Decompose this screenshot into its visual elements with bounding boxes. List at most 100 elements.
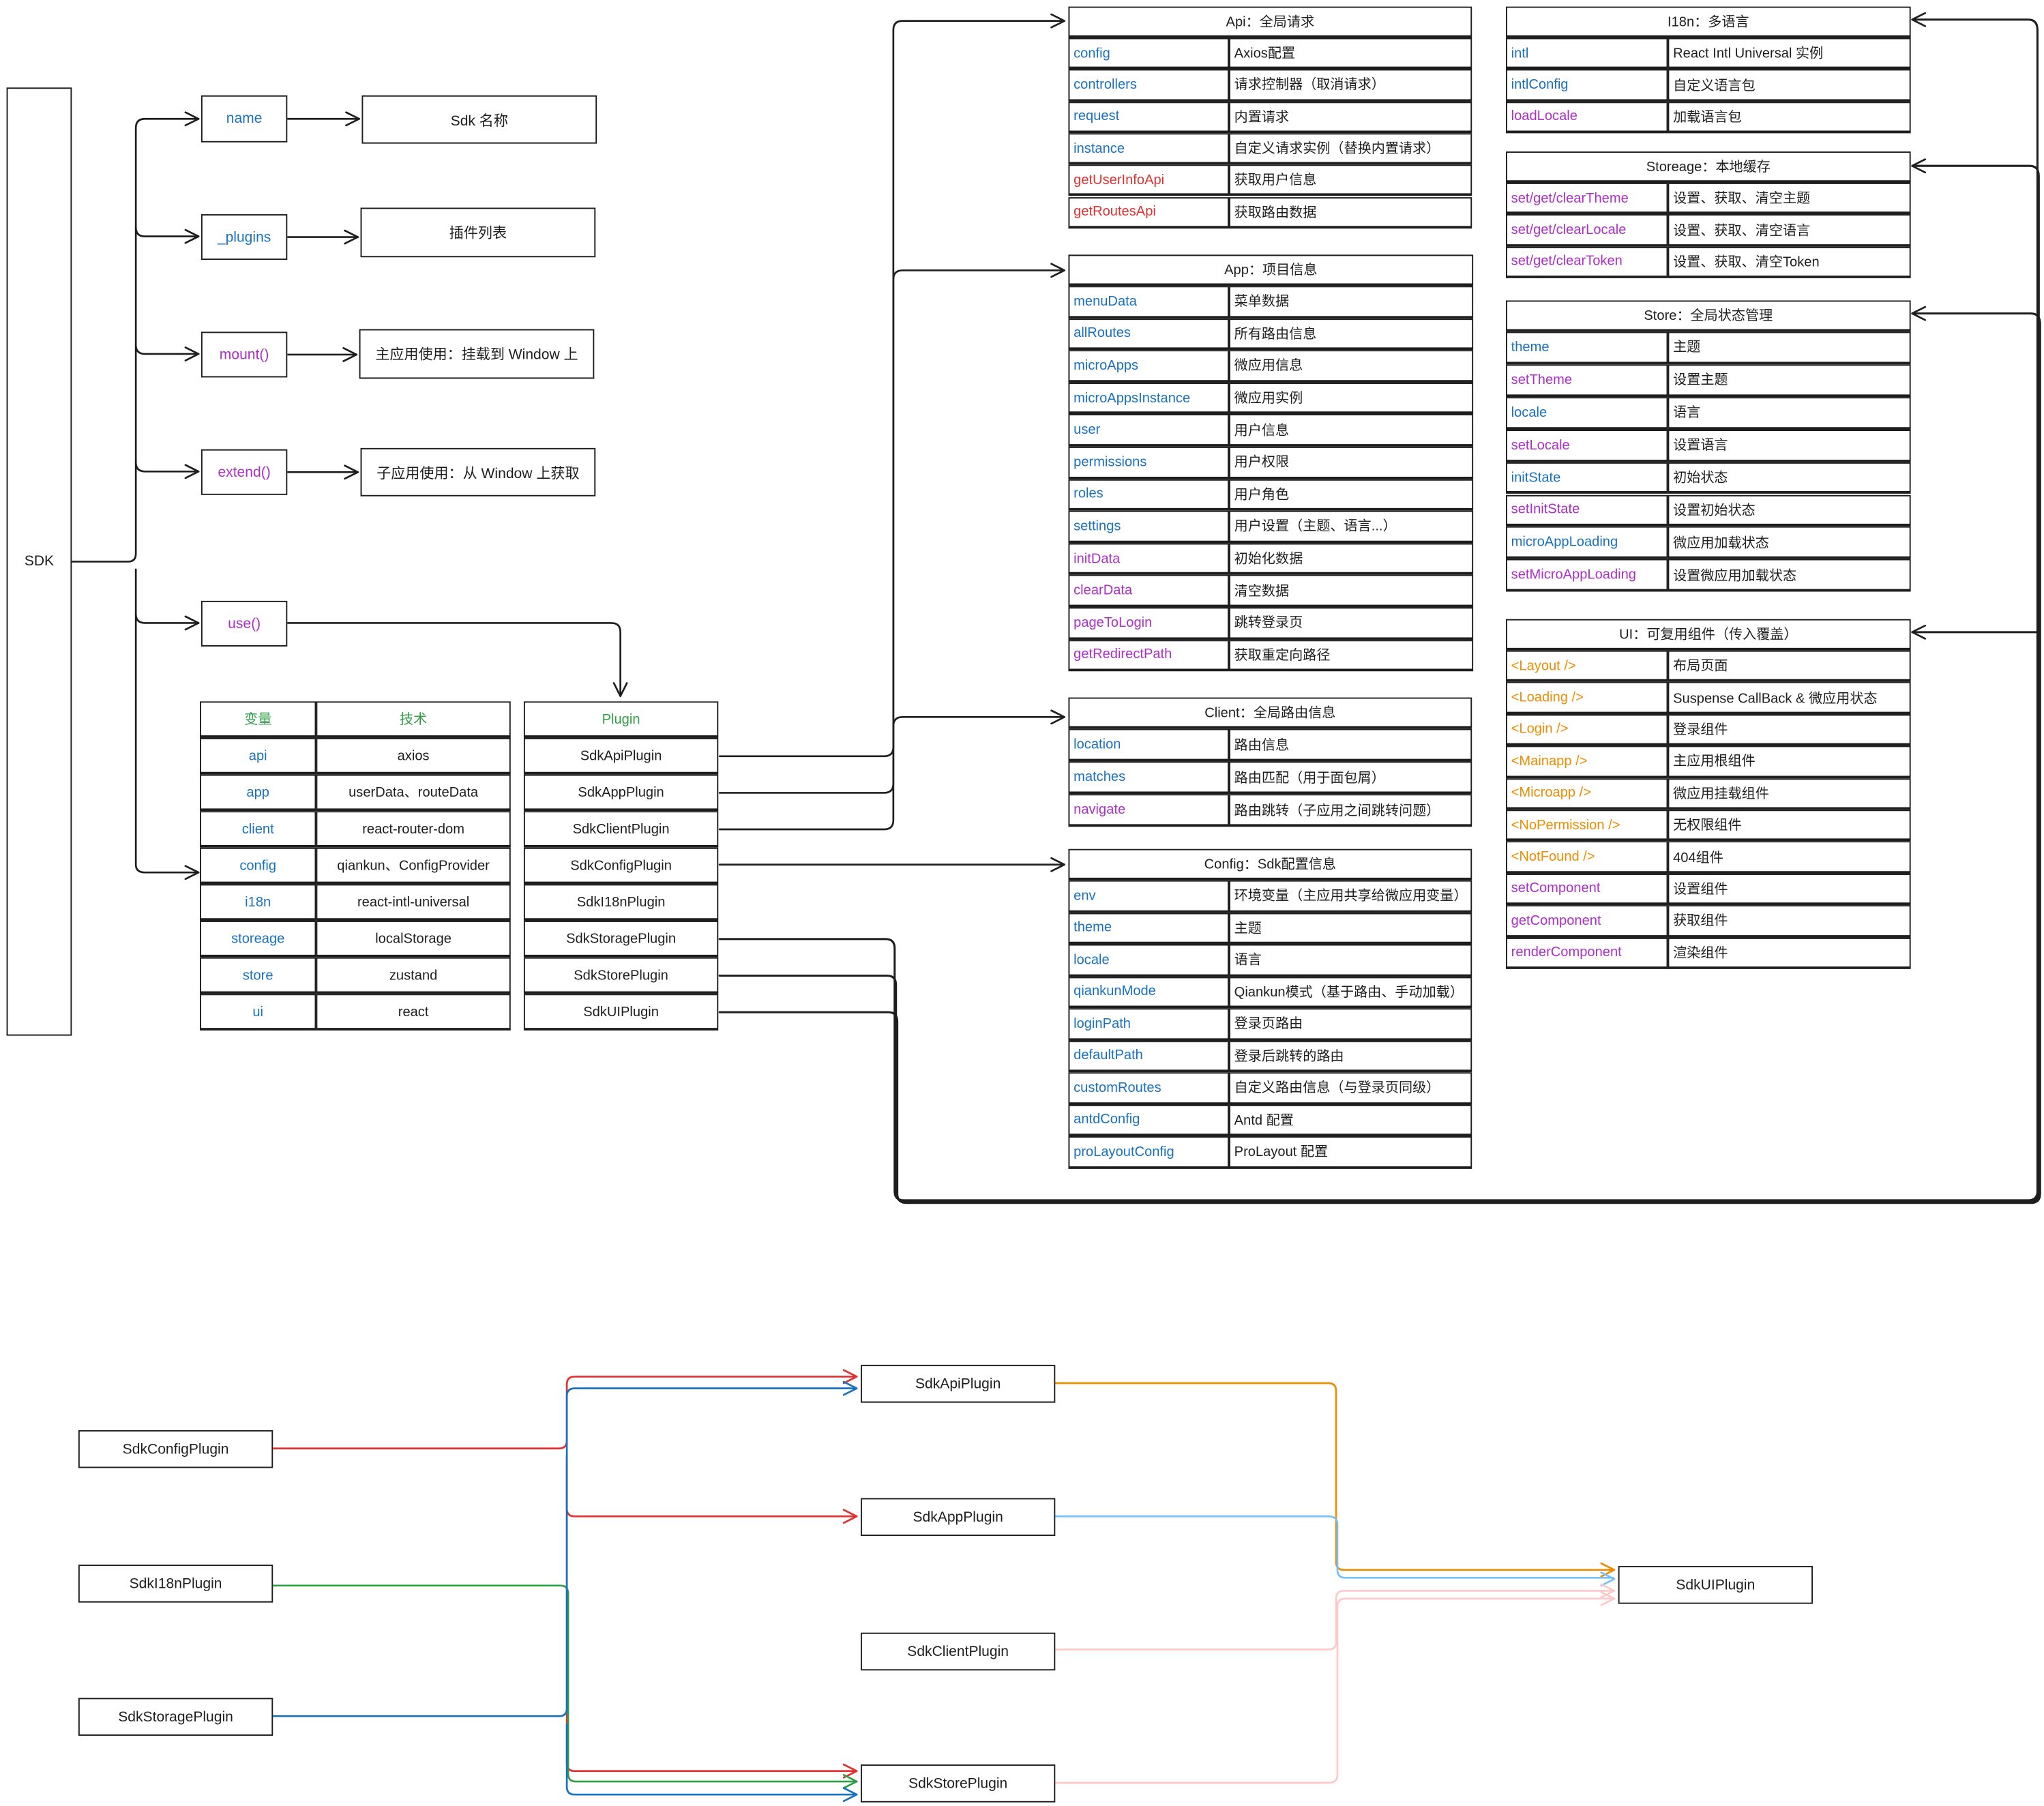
plugins-header: Plugin xyxy=(523,701,719,738)
table-ui-value: 布局页面 xyxy=(1668,650,1911,683)
link-api-plugin xyxy=(718,20,1065,758)
table-ui-key: setComponent xyxy=(1505,873,1668,906)
table-app-value: 用户信息 xyxy=(1229,414,1474,447)
table-config-value: 自定义路由信息（与登录页同级） xyxy=(1229,1072,1472,1105)
table-api-value: 请求控制器（取消请求） xyxy=(1229,70,1472,102)
arrowhead-plugins-desc xyxy=(344,229,359,245)
table-ui-value: 无权限组件 xyxy=(1668,810,1911,842)
table-api-key: request xyxy=(1068,101,1230,134)
table-storage-value: 设置、获取、清空语言 xyxy=(1668,214,1911,247)
dep-store-to-ui xyxy=(1054,1597,1614,1784)
table-config-key: env xyxy=(1068,880,1230,913)
table-i18n-value: React Intl Universal 实例 xyxy=(1668,38,1911,70)
vars-row-var: config xyxy=(199,847,316,885)
table-ui-value: 主应用根组件 xyxy=(1668,745,1911,778)
table-config-value: 主题 xyxy=(1229,912,1472,945)
table-client-value: 路由跳转（子应用之间跳转问题） xyxy=(1229,794,1472,827)
table-api-value: 获取路由数据 xyxy=(1229,196,1472,228)
table-app-key: menuData xyxy=(1068,286,1230,319)
table-config-key: locale xyxy=(1068,944,1230,977)
dep-middle-box: SdkStorePlugin xyxy=(860,1764,1056,1803)
link-client-arrowhead xyxy=(1050,709,1066,725)
use-to-plugins xyxy=(286,622,621,696)
table-config-value: ProLayout 配置 xyxy=(1229,1136,1472,1168)
table-config-value: 登录后跳转的路由 xyxy=(1229,1040,1472,1073)
dep-arrowhead xyxy=(842,1787,858,1803)
table-ui-value: 设置组件 xyxy=(1668,873,1911,906)
dep-source-box: SdkI18nPlugin xyxy=(78,1565,273,1603)
table-store-value: 语言 xyxy=(1668,396,1911,430)
table-store-key: setLocale xyxy=(1505,429,1668,462)
table-store-value: 设置初始状态 xyxy=(1668,494,1911,527)
table-store-key: locale xyxy=(1505,396,1668,430)
table-app-value: 获取重定向路径 xyxy=(1229,639,1474,672)
table-ui-key: <Loading /> xyxy=(1505,682,1668,715)
table-storage-key: set/get/clearToken xyxy=(1505,246,1668,279)
vars-row-var: api xyxy=(199,737,316,775)
vars-row-tech: react-router-dom xyxy=(316,811,511,848)
table-store-key: setInitState xyxy=(1505,494,1668,527)
prop-use: use() xyxy=(201,600,288,647)
sdk-branch-arrowhead-2 xyxy=(184,346,200,361)
prop-extend-desc: 子应用使用：从 Window 上获取 xyxy=(360,447,596,497)
table-storage-title: Storeage：本地缓存 xyxy=(1505,151,1911,183)
table-i18n-value: 自定义语言包 xyxy=(1668,70,1911,102)
prop-mount-desc: 主应用使用：挂载到 Window 上 xyxy=(359,329,595,379)
table-ui-value: 获取组件 xyxy=(1668,905,1911,938)
table-api-value: 自定义请求实例（替换内置请求） xyxy=(1229,133,1472,165)
table-config-title: Config：Sdk配置信息 xyxy=(1068,848,1472,880)
table-app-key: pageToLogin xyxy=(1068,607,1230,640)
dep-config-to-store xyxy=(565,1455,857,1773)
vars-row-var: store xyxy=(199,957,316,994)
dep-config-to-app xyxy=(565,1455,857,1518)
dep-target-box: SdkUIPlugin xyxy=(1618,1566,1813,1604)
table-ui-key: <Login /> xyxy=(1505,714,1668,746)
vars-row-var: app xyxy=(199,774,316,812)
vars-row-var: i18n xyxy=(199,884,316,921)
table-config-value: 登录页路由 xyxy=(1229,1008,1472,1041)
table-app-key: microApps xyxy=(1068,350,1230,383)
table-store-value: 设置主题 xyxy=(1668,364,1911,397)
table-config-key: antdConfig xyxy=(1068,1104,1230,1137)
table-i18n-title: I18n：多语言 xyxy=(1505,6,1911,38)
table-store-title: Store：全局状态管理 xyxy=(1505,300,1911,332)
table-i18n-key: intl xyxy=(1505,38,1668,70)
table-ui-key: renderComponent xyxy=(1505,937,1668,969)
prop-mount: mount() xyxy=(201,331,288,378)
sdk-branch-2 xyxy=(134,344,200,355)
dep-arrowhead xyxy=(1600,1591,1616,1606)
table-store-key: setTheme xyxy=(1505,364,1668,397)
table-storage-key: set/get/clearLocale xyxy=(1505,214,1668,247)
table-api-key: instance xyxy=(1068,133,1230,165)
link-ui-arrowhead xyxy=(1911,624,1927,640)
plugins-row: SdkAppPlugin xyxy=(523,774,719,812)
dep-middle-box: SdkApiPlugin xyxy=(860,1365,1056,1403)
table-store-value: 主题 xyxy=(1668,331,1911,365)
table-app-value: 用户角色 xyxy=(1229,479,1474,512)
table-ui-key: <Microapp /> xyxy=(1505,778,1668,810)
table-app-value: 清空数据 xyxy=(1229,575,1474,608)
vars-header-var: 变量 xyxy=(199,701,316,738)
table-config-value: Qiankun模式（基于路由、手动加载） xyxy=(1229,976,1472,1009)
table-i18n-key: intlConfig xyxy=(1505,70,1668,102)
table-app-key: getRedirectPath xyxy=(1068,639,1230,672)
sdk-branch-arrowhead-5 xyxy=(184,865,200,880)
table-app-value: 跳转登录页 xyxy=(1229,607,1474,640)
table-client-title: Client：全局路由信息 xyxy=(1068,697,1472,729)
prop-extend: extend() xyxy=(201,449,288,495)
dep-i18n-to-store xyxy=(271,1584,857,1783)
table-config-key: defaultPath xyxy=(1068,1040,1230,1073)
sdk-branch-arrowhead-0 xyxy=(184,111,200,127)
sdk-bracket-up xyxy=(70,117,200,563)
vars-row-tech: zustand xyxy=(316,957,511,994)
vars-row-tech: axios xyxy=(316,737,511,775)
table-config-value: Antd 配置 xyxy=(1229,1104,1472,1137)
table-app-key: allRoutes xyxy=(1068,318,1230,351)
table-app-key: settings xyxy=(1068,511,1230,544)
table-config-value: 环境变量（主应用共享给微应用变量） xyxy=(1229,880,1472,913)
vars-row-var: ui xyxy=(199,994,316,1031)
table-ui-key: <NotFound /> xyxy=(1505,842,1668,874)
table-config-key: qiankunMode xyxy=(1068,976,1230,1009)
dep-source-box: SdkStoragePlugin xyxy=(78,1698,273,1736)
